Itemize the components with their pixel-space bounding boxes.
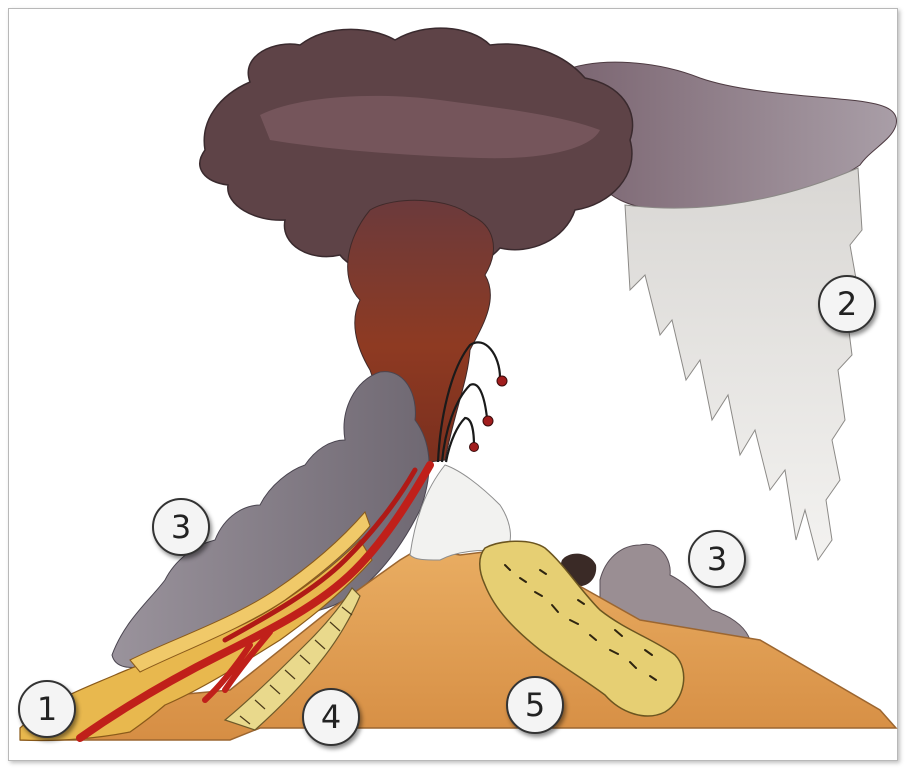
ash-fall-curtain	[625, 168, 862, 560]
marker-3-left: 3	[152, 498, 210, 556]
marker-5-label: 5	[506, 676, 564, 734]
marker-1: 1	[18, 680, 76, 738]
marker-3-left-label: 3	[152, 498, 210, 556]
marker-2-label: 2	[818, 275, 876, 333]
marker-4: 4	[302, 688, 360, 746]
marker-3-right: 3	[688, 530, 746, 588]
marker-2: 2	[818, 275, 876, 333]
bomb-ends	[470, 376, 508, 452]
marker-1-label: 1	[18, 680, 76, 738]
marker-5: 5	[506, 676, 564, 734]
marker-3-right-label: 3	[688, 530, 746, 588]
marker-4-label: 4	[302, 688, 360, 746]
